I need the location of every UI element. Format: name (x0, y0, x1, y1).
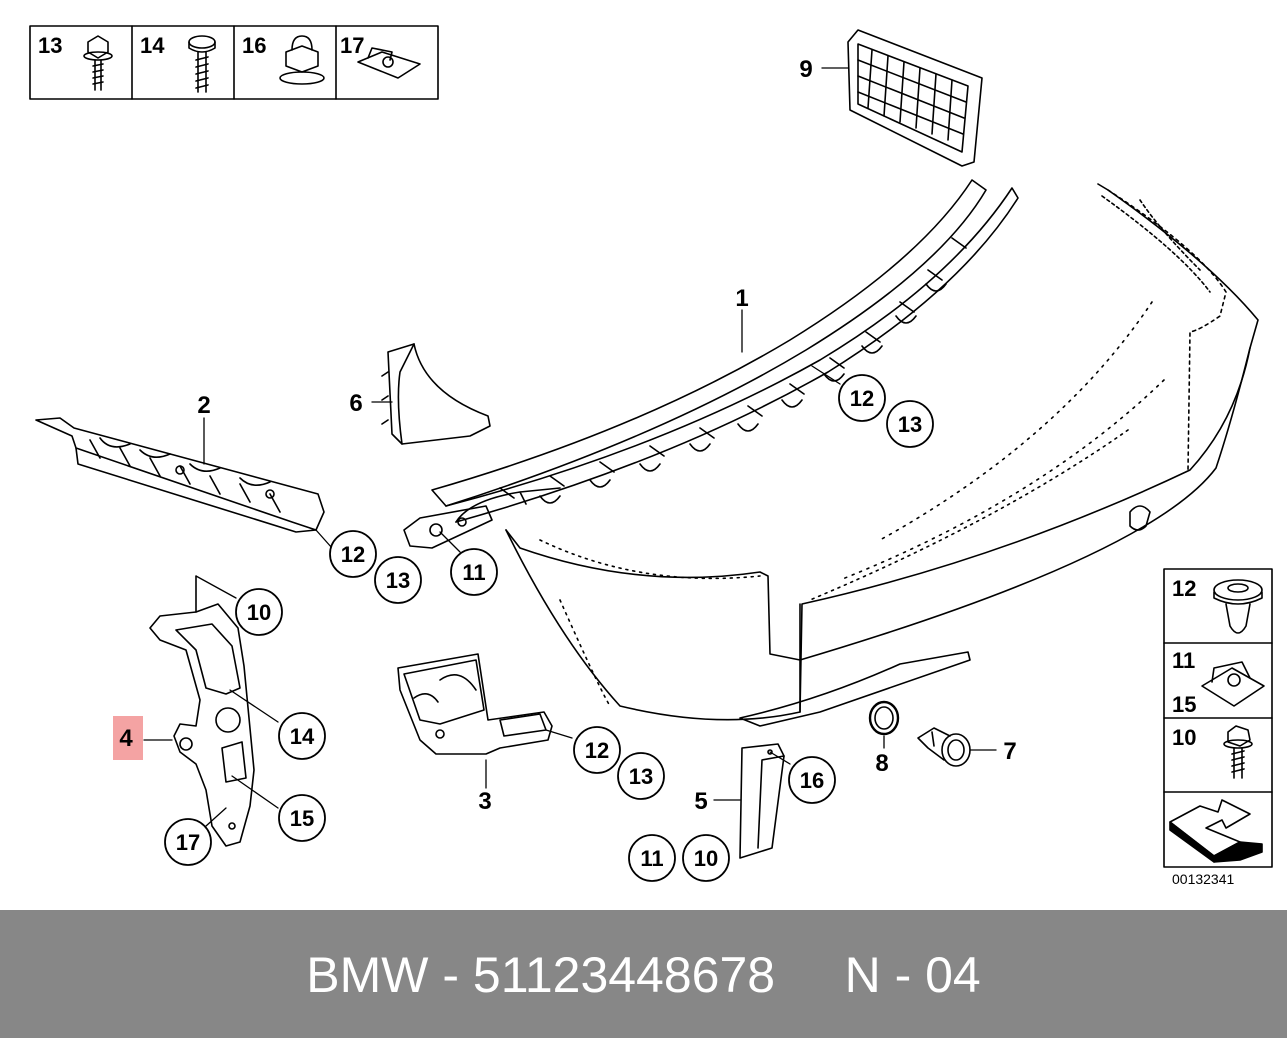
parts-diagram: 13 14 16 17 (29, 25, 1273, 882)
callout-circle-11a (450, 548, 498, 596)
cap-nut-icon (279, 35, 325, 85)
expanding-rivet-icon (1213, 579, 1263, 634)
legend-fasteners-right: 12 11 15 10 (1163, 568, 1273, 868)
callout-circle-15 (278, 794, 326, 842)
footer-brand: BMW (306, 947, 429, 1003)
sensor-holder-part (917, 727, 971, 767)
callout-9: 9 (799, 56, 812, 83)
callout-12a: 12 (341, 542, 365, 567)
legend-label-11: 11 (1172, 648, 1195, 673)
footer-separator: - (442, 947, 460, 1003)
callout-circle-13b (886, 400, 934, 448)
callout-circle-12c (573, 726, 621, 774)
callout-17: 17 (176, 830, 200, 855)
hex-screw-icon (83, 35, 113, 91)
bumper-carrier-part (403, 179, 1019, 549)
bracket-part-4 (149, 575, 255, 847)
callout-8: 8 (875, 750, 888, 777)
callout-10b: 10 (694, 846, 718, 871)
legend-label-12: 12 (1172, 576, 1196, 601)
direction-arrow-icon (1169, 799, 1263, 863)
vent-grille-part (847, 29, 983, 167)
callout-5: 5 (694, 788, 707, 815)
callout-14: 14 (290, 724, 315, 749)
footer-part-number: 51123448678 (472, 947, 776, 1003)
callout-1: 1 (735, 285, 748, 312)
callout-13b: 13 (898, 412, 922, 437)
callout-circle-17 (164, 818, 212, 866)
clip-nut-icon-right (1201, 661, 1265, 707)
flange-screw-icon (1223, 725, 1253, 779)
callout-circle-16 (788, 756, 836, 804)
clip-nut-icon (357, 47, 421, 79)
footer-caption: BMW - 51123448678 N - 04 (0, 946, 1287, 1004)
callout-6: 6 (349, 390, 362, 417)
corner-trim-part (381, 343, 491, 445)
callouts: 1 2 3 4 5 6 7 8 9 10 10 11 (113, 56, 1017, 882)
pan-screw-icon (188, 35, 216, 93)
leader-lines (143, 67, 997, 827)
callout-circle-13a (374, 556, 422, 604)
callout-circle-14 (278, 712, 326, 760)
legend-label-13: 13 (38, 33, 62, 58)
legend-label-10: 10 (1172, 725, 1196, 750)
footer-position-label: N - 04 (844, 947, 981, 1003)
bracket-part-5 (739, 743, 785, 859)
legend-label-15: 15 (1172, 692, 1196, 717)
highlight-box (113, 716, 143, 760)
legend-label-17: 17 (340, 33, 364, 58)
legend-label-14: 14 (140, 33, 165, 58)
callout-circle-12a (329, 530, 377, 578)
parts-diagram-svg: 13 14 16 17 (29, 25, 1273, 882)
callout-10a: 10 (247, 600, 271, 625)
callout-12c: 12 (585, 738, 609, 763)
callout-4-highlighted: 4 (119, 725, 133, 752)
callout-circle-13c (617, 752, 665, 800)
diagram-reference-number: 00132341 (1172, 871, 1235, 887)
bracket-part-3 (397, 653, 553, 755)
callout-12b: 12 (850, 386, 874, 411)
callout-circle-11b (628, 834, 676, 882)
callout-16: 16 (800, 768, 824, 793)
callout-15: 15 (290, 806, 314, 831)
legend-label-16: 16 (242, 33, 266, 58)
callout-circle-10b (682, 834, 730, 882)
callout-2: 2 (197, 392, 210, 419)
callout-13c: 13 (629, 764, 653, 789)
sealing-ring-part (868, 700, 900, 736)
footer-bar (0, 910, 1287, 1038)
callout-13a: 13 (386, 568, 410, 593)
callout-7: 7 (1003, 738, 1016, 765)
callout-11a: 11 (462, 560, 485, 585)
callout-circle-10a (235, 588, 283, 636)
legend-fasteners-top: 13 14 16 17 (29, 25, 439, 100)
callout-circle-12b (838, 374, 886, 422)
callout-11b: 11 (640, 846, 663, 871)
side-rail-part (35, 417, 325, 533)
callout-3: 3 (478, 788, 491, 815)
bumper-cover-part (505, 183, 1259, 727)
